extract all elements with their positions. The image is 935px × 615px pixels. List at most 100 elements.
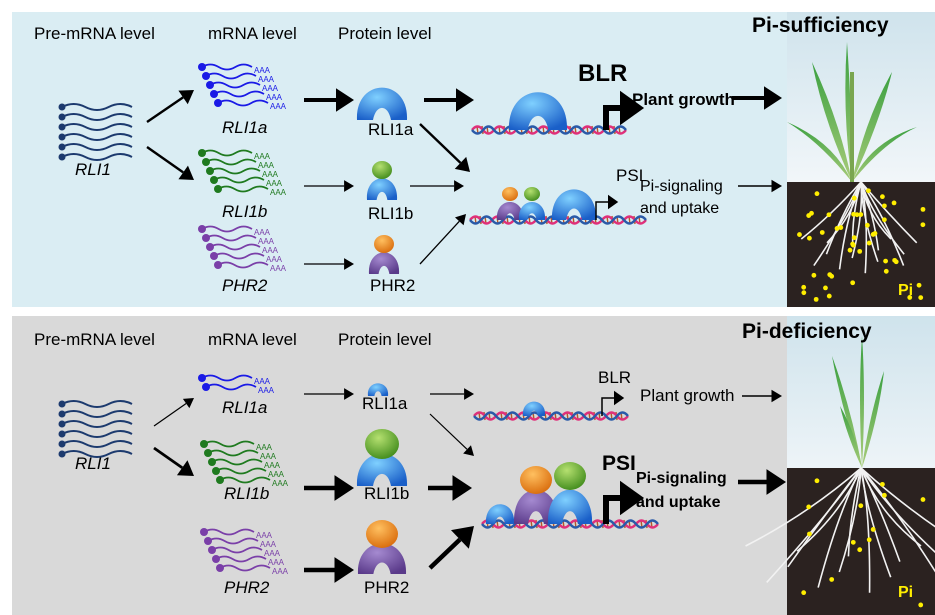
root bbox=[838, 181, 862, 270]
leaf bbox=[852, 72, 892, 182]
dna-bound-rli1b-cap bbox=[554, 462, 586, 490]
arrow bbox=[742, 389, 782, 403]
plant-growth-label: Plant growth bbox=[632, 90, 735, 109]
pi-dot bbox=[858, 503, 864, 509]
pi-dot bbox=[801, 290, 807, 296]
poly-a-tail: AAA bbox=[254, 152, 271, 161]
poly-a-tail: AAA bbox=[254, 66, 271, 75]
leaf bbox=[862, 371, 884, 468]
pre-mrna-strand bbox=[61, 450, 133, 458]
pre-mrna-icon bbox=[58, 400, 133, 458]
mrna-strand bbox=[209, 167, 261, 175]
pi-dot bbox=[807, 531, 812, 537]
pi-dot bbox=[851, 235, 857, 241]
dna-bound-rli1a bbox=[508, 92, 568, 130]
arrow bbox=[738, 179, 782, 193]
mrna-strand bbox=[215, 467, 267, 475]
promoter-arrow bbox=[595, 194, 619, 220]
mrna-strand bbox=[211, 458, 263, 466]
pi-signaling-label: Pi-signaling bbox=[640, 178, 723, 195]
poly-a-tail: AAA bbox=[262, 246, 279, 255]
pi-dot bbox=[838, 225, 844, 230]
gene-label-rli1a: RLI1a bbox=[222, 118, 268, 137]
poly-a-tail: AAA bbox=[254, 377, 271, 386]
leaf bbox=[840, 406, 862, 468]
pi-dot bbox=[811, 272, 817, 278]
arrow bbox=[304, 557, 354, 583]
mrna-strand bbox=[205, 72, 257, 80]
poly-a-tail: AAA bbox=[268, 558, 285, 567]
poly-a-tail: AAA bbox=[262, 84, 279, 93]
poly-a-tail: AAA bbox=[270, 102, 287, 111]
dna-bound-phr2 bbox=[496, 202, 524, 220]
arrow bbox=[419, 214, 466, 265]
protein-label-phr2: PHR2 bbox=[364, 578, 410, 597]
pre-mrna-strand bbox=[61, 133, 133, 141]
arrow bbox=[410, 180, 464, 192]
pi-dot bbox=[858, 212, 864, 217]
protein-rli1b-cap bbox=[365, 429, 399, 459]
protein-label-rli1a: RLI1a bbox=[368, 120, 414, 139]
pi-dot bbox=[814, 478, 820, 484]
pi-dot bbox=[850, 539, 856, 545]
pi-dot bbox=[814, 191, 820, 197]
panel-title: Pi-sufficiency bbox=[752, 14, 889, 37]
root bbox=[860, 181, 892, 240]
pi-dot bbox=[829, 577, 835, 582]
header-mrna: mRNA level bbox=[208, 24, 297, 43]
header-pre-mrna: Pre-mRNA level bbox=[34, 330, 155, 349]
root bbox=[838, 467, 862, 573]
protein-phr2-cap bbox=[366, 520, 398, 548]
pi-dot bbox=[847, 247, 853, 253]
mrna-strand bbox=[213, 176, 265, 184]
root bbox=[860, 181, 905, 255]
pi-dot bbox=[870, 527, 876, 532]
protein-label-phr2: PHR2 bbox=[370, 276, 416, 295]
blr-label: BLR bbox=[598, 368, 632, 387]
poly-a-tail: AAA bbox=[266, 255, 283, 264]
uptake-label: and uptake bbox=[636, 494, 721, 511]
dna-bound-phr2-cap bbox=[520, 466, 552, 494]
mrna-strand bbox=[217, 261, 269, 269]
pi-dot bbox=[920, 206, 926, 212]
poly-a-tail: AAA bbox=[272, 479, 289, 488]
arrow bbox=[430, 388, 474, 400]
gene-label-rli1a: RLI1a bbox=[222, 398, 268, 417]
poly-a-tail: AAA bbox=[260, 540, 277, 549]
pi-dot bbox=[880, 481, 885, 487]
protein-rli1a bbox=[367, 383, 389, 396]
poly-a-tail: AAA bbox=[264, 549, 281, 558]
pi-dot bbox=[872, 230, 878, 236]
dna-bound-rli1b bbox=[518, 202, 546, 220]
root bbox=[860, 467, 922, 547]
poly-a-tail: AAA bbox=[264, 461, 281, 470]
dna-bound-rli1b bbox=[547, 489, 593, 524]
dna-bound-rli1a bbox=[551, 189, 597, 220]
poly-a-tail: AAA bbox=[254, 228, 271, 237]
arrow bbox=[304, 475, 354, 501]
plant-growth-label: Plant growth bbox=[640, 386, 735, 405]
arrow bbox=[153, 398, 194, 427]
root bbox=[817, 467, 862, 588]
mrna-strand bbox=[201, 149, 253, 157]
pi-dot bbox=[813, 296, 819, 302]
pi-dot bbox=[809, 210, 814, 216]
mrna-strand bbox=[205, 234, 257, 242]
soil bbox=[787, 468, 935, 615]
arrow bbox=[304, 180, 354, 192]
mrna-strand bbox=[209, 243, 261, 251]
dna-bound-rli1b-cap bbox=[524, 187, 540, 201]
arrow bbox=[428, 526, 474, 570]
pi-dot bbox=[827, 272, 833, 278]
mrna-strand bbox=[213, 252, 265, 260]
poly-a-tail: AAA bbox=[258, 237, 275, 246]
gene-label-phr2: PHR2 bbox=[224, 578, 270, 597]
arrow bbox=[732, 86, 782, 110]
pi-dot bbox=[920, 222, 926, 228]
protein-label-rli1a: RLI1a bbox=[362, 394, 408, 413]
protein-phr2 bbox=[357, 543, 407, 574]
